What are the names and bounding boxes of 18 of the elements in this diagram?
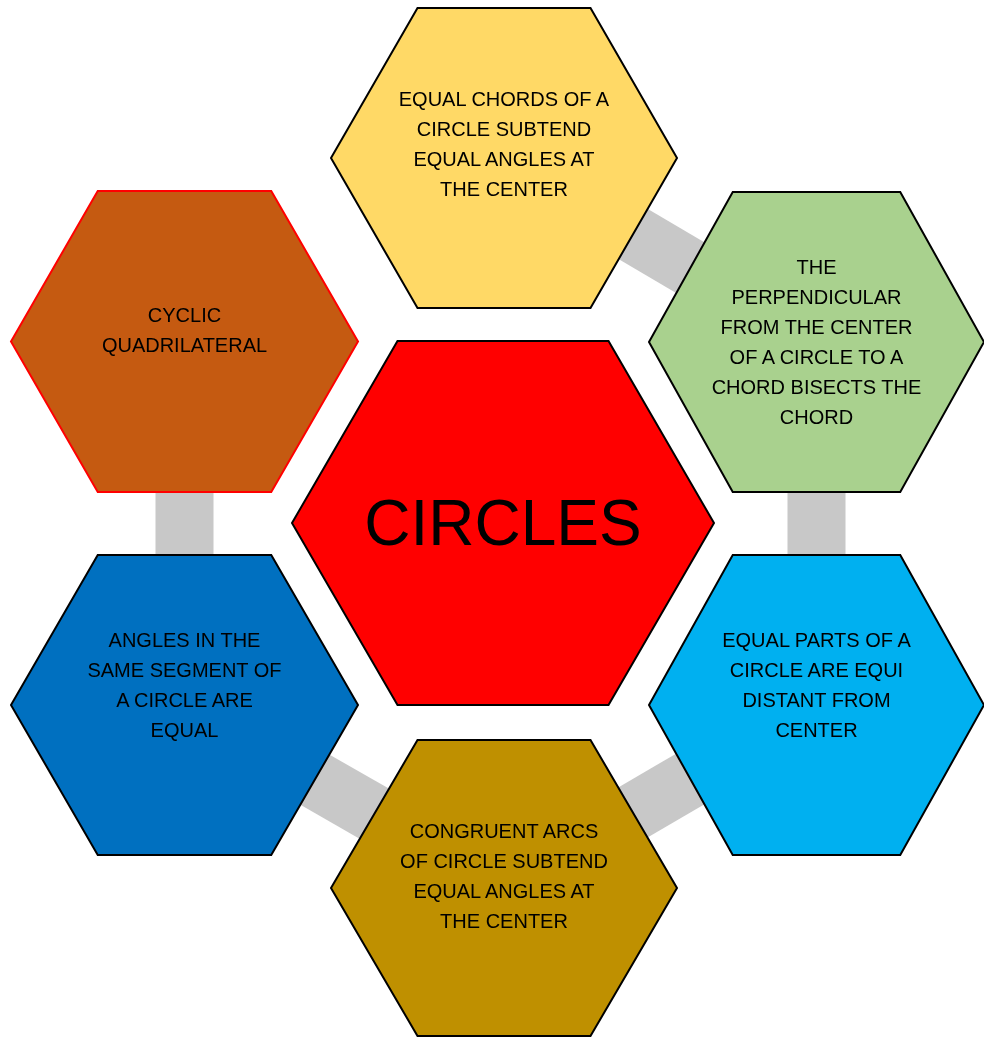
hexagon-label: ANGLES IN THE SAME SEGMENT OF A CIRCLE ARE EQUAL [86, 628, 283, 743]
connector-band [618, 753, 705, 838]
hexagon-label: CIRCLES [364, 488, 642, 558]
connector-band [300, 754, 389, 839]
hexagon-label: EQUAL PARTS OF A CIRCLE ARE EQUI DISTANT FROM CENTER [721, 628, 912, 743]
hexagon-label: EQUAL CHORDS OF A CIRCLE SUBTEND EQUAL ANGLES AT THE CENTER [397, 87, 611, 202]
hexagon-shape [11, 555, 358, 855]
hexagon-shape [649, 555, 984, 855]
hexagon-label: CYCLIC QUADRILATERAL [100, 302, 269, 358]
connector-band [787, 492, 846, 555]
hexagon-shape [11, 191, 358, 492]
hexagon-label: THE PERPENDICULAR FROM THE CENTER OF A CIRCLE TO A CHORD BISECTS THE CHORD [711, 255, 922, 430]
hexagon-shape [292, 341, 714, 705]
hexagon-shape [331, 8, 677, 308]
hexagon-label: CONGRUENT ARCS OF CIRCLE SUBTEND EQUAL ANGLES AT THE CENTER [399, 819, 609, 934]
hexagon-shape [331, 740, 677, 1036]
hexagon-shape [649, 192, 984, 492]
connector-band [618, 209, 706, 293]
